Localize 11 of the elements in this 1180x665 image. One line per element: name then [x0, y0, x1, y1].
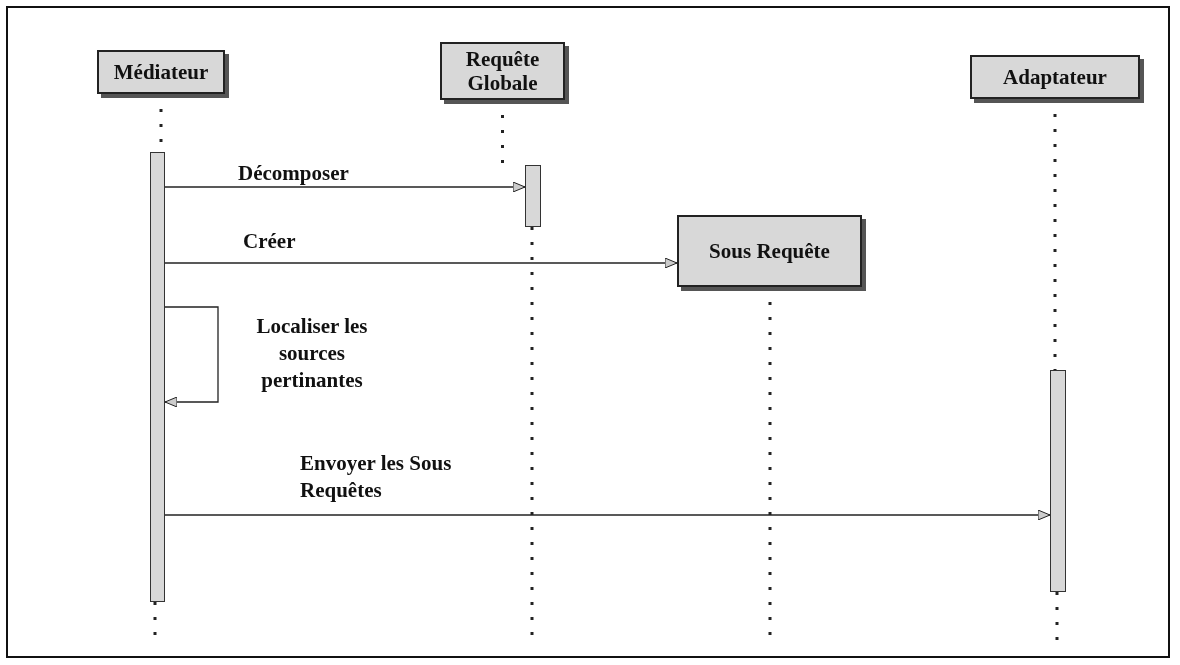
- message-label: Localiser les sources pertinantes: [255, 313, 369, 394]
- message-label: Décomposer: [238, 160, 350, 187]
- activation-bar: [1050, 370, 1066, 592]
- activation-bar: [150, 152, 165, 602]
- message-arrow: [164, 181, 526, 193]
- self-message-arrow: [164, 306, 219, 408]
- message-arrow: [164, 257, 678, 269]
- message-label: Créer: [243, 228, 297, 255]
- activation-bar: [525, 165, 541, 227]
- message-arrow: [164, 509, 1051, 521]
- message-label: Envoyer les Sous Requêtes: [300, 450, 453, 504]
